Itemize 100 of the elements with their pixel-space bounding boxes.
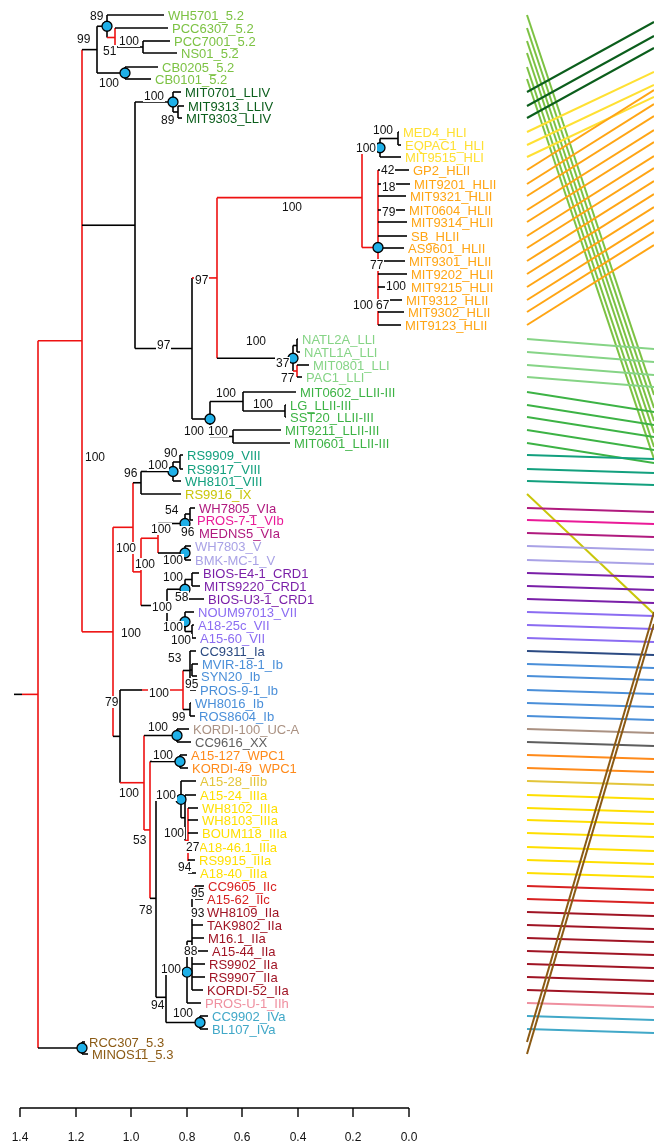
- bootstrap-value: 100: [152, 749, 175, 761]
- bootstrap-value: 27: [185, 841, 201, 853]
- bootstrap-value: 100: [148, 687, 171, 699]
- bootstrap-value: 77: [280, 372, 296, 384]
- taxon-label: RS9916_IX: [185, 487, 252, 501]
- taxon-label: A18-25c_VII: [198, 618, 270, 632]
- bootstrap-value: 53: [167, 652, 183, 664]
- taxon-label: CC9902_IVa: [212, 1009, 286, 1023]
- taxon-label: BIOS-E4-1_CRD1: [203, 566, 309, 580]
- bootstrap-value: 42: [380, 164, 396, 176]
- bootstrap-value: 95: [184, 678, 200, 690]
- bootstrap-value: 100: [252, 398, 275, 410]
- bootstrap-value: 99: [171, 711, 187, 723]
- axis-tick-label: 0.6: [233, 1131, 251, 1143]
- bootstrap-value: 100: [151, 601, 174, 613]
- taxon-label: WH7805_VIa: [199, 501, 277, 515]
- bootstrap-value: 100: [84, 451, 107, 463]
- taxon-label: MIT9215_HLII: [411, 280, 494, 294]
- taxon-label: MVIR-18-1_Ib: [202, 657, 283, 671]
- taxon-label: NS01_5.2: [181, 46, 239, 60]
- taxon-label: A15-127_WPC1: [191, 748, 285, 762]
- bootstrap-value: 100: [352, 299, 375, 311]
- taxon-label: CB0101_5.2: [155, 72, 228, 86]
- bootstrap-value: 58: [174, 591, 190, 603]
- taxon-label: CC9605_IIc: [208, 879, 277, 893]
- axis-tick-label: 0.8: [178, 1131, 196, 1143]
- taxon-label: MIT9321_HLII: [410, 189, 493, 203]
- bootstrap-value: 97: [156, 339, 172, 351]
- taxon-label: SYN20_Ib: [201, 669, 261, 683]
- bootstrap-value: 67: [375, 299, 391, 311]
- taxon-label: MIT9123_HLII: [405, 318, 488, 332]
- taxon-label: TAK9802_IIa: [207, 918, 282, 932]
- taxon-label: MIT9313_LLIV: [188, 99, 274, 113]
- taxon-label: AS9601_HLII: [408, 241, 486, 255]
- bootstrap-value: 100: [147, 721, 170, 733]
- taxon-label: CC9616_XX: [195, 735, 268, 749]
- bootstrap-value: 79: [104, 696, 120, 708]
- taxon-label: MITS9220_CRD1: [204, 579, 307, 593]
- bootstrap-value: 100: [385, 280, 408, 292]
- bootstrap-value: 100: [118, 35, 141, 47]
- bootstrap-value: 78: [138, 904, 154, 916]
- taxon-label: RS9909_VIII: [187, 448, 261, 462]
- taxon-label: A15-28_IIIb: [200, 774, 268, 788]
- bootstrap-value: 100: [245, 335, 268, 347]
- bootstrap-value: 100: [163, 827, 186, 839]
- bootstrap-value: 100: [160, 963, 183, 975]
- bootstrap-value: 100: [372, 124, 395, 136]
- taxon-label: BIOS-U3-1_CRD1: [208, 592, 315, 606]
- bootstrap-value: 100: [207, 425, 230, 437]
- taxon-label: MIT9201_HLII: [414, 177, 497, 191]
- taxon-label: PROS-U-1_IIh: [205, 996, 289, 1010]
- taxon-label: WH8101_VIII: [185, 474, 263, 488]
- bootstrap-value: 100: [172, 1007, 195, 1019]
- bootstrap-value: 51: [102, 45, 118, 57]
- bootstrap-value: 94: [177, 861, 193, 873]
- taxon-label: CB0205_5.2: [162, 60, 235, 74]
- taxon-label: A18-46.1_IIIa: [199, 840, 278, 854]
- taxon-label: KORDI-49_WPC1: [192, 761, 297, 775]
- bootstrap-value: 100: [170, 634, 193, 646]
- taxon-label: MIT0602_LLII-III: [300, 385, 396, 399]
- taxon-label: MIT0601_LLII-III: [294, 436, 390, 450]
- taxon-label: A15-44_IIa: [212, 944, 276, 958]
- taxon-label: PCC7001_5.2: [174, 34, 256, 48]
- taxon-label: MED4_HLI: [403, 125, 467, 139]
- bootstrap-value: 18: [381, 181, 397, 193]
- bootstrap-value: 100: [120, 627, 143, 639]
- taxon-label: WH8109_IIa: [207, 905, 280, 919]
- taxon-label: PAC1_LLI: [306, 370, 365, 384]
- bootstrap-value: 100: [115, 542, 138, 554]
- bootstrap-value: 96: [123, 467, 139, 479]
- taxon-label: MIT9211_LLII-III: [285, 423, 380, 437]
- bootstrap-value: 100: [134, 558, 157, 570]
- taxon-label: MINOS11_5.3: [92, 1047, 174, 1061]
- taxon-label: A18-40_IIIa: [200, 866, 268, 880]
- taxon-label: WH8102_IIIa: [202, 801, 278, 815]
- taxon-label: GP2_HLII: [413, 163, 471, 177]
- axis-tick-label: 0.4: [289, 1131, 307, 1143]
- bootstrap-value: 100: [118, 787, 141, 799]
- taxon-label: MIT9302_HLII: [408, 305, 491, 319]
- taxon-label: M16.1_IIa: [208, 931, 266, 945]
- bootstrap-value: 99: [76, 33, 92, 45]
- taxon-label: MIT0701_LLIV: [185, 85, 271, 99]
- axis-tick-label: 1.0: [122, 1131, 140, 1143]
- taxon-label: WH7803_V: [195, 539, 262, 553]
- taxon-label: PROS-7-1_VIb: [197, 513, 284, 527]
- bootstrap-value: 54: [164, 504, 180, 516]
- taxon-label: A15-62_IIc: [207, 892, 270, 906]
- taxon-label: SB_HLII: [411, 229, 460, 243]
- bootstrap-value: 100: [150, 523, 173, 535]
- axis-tick-label: 0.2: [344, 1131, 362, 1143]
- axis-tick-label: 1.2: [67, 1131, 85, 1143]
- taxon-label: BOUM118_IIIa: [202, 826, 288, 840]
- taxon-label: LG_LLII-III: [290, 398, 352, 412]
- taxon-label: NATL2A_LLI: [302, 332, 376, 346]
- taxon-label: MIT9301_HLII: [409, 254, 492, 268]
- taxon-label: WH5701_5.2: [168, 8, 244, 22]
- bootstrap-value: 90: [163, 447, 179, 459]
- taxon-label: MIT0801_LLI: [313, 358, 390, 372]
- bootstrap-value: 89: [160, 114, 176, 126]
- taxon-label: CC9311_Ia: [200, 644, 265, 658]
